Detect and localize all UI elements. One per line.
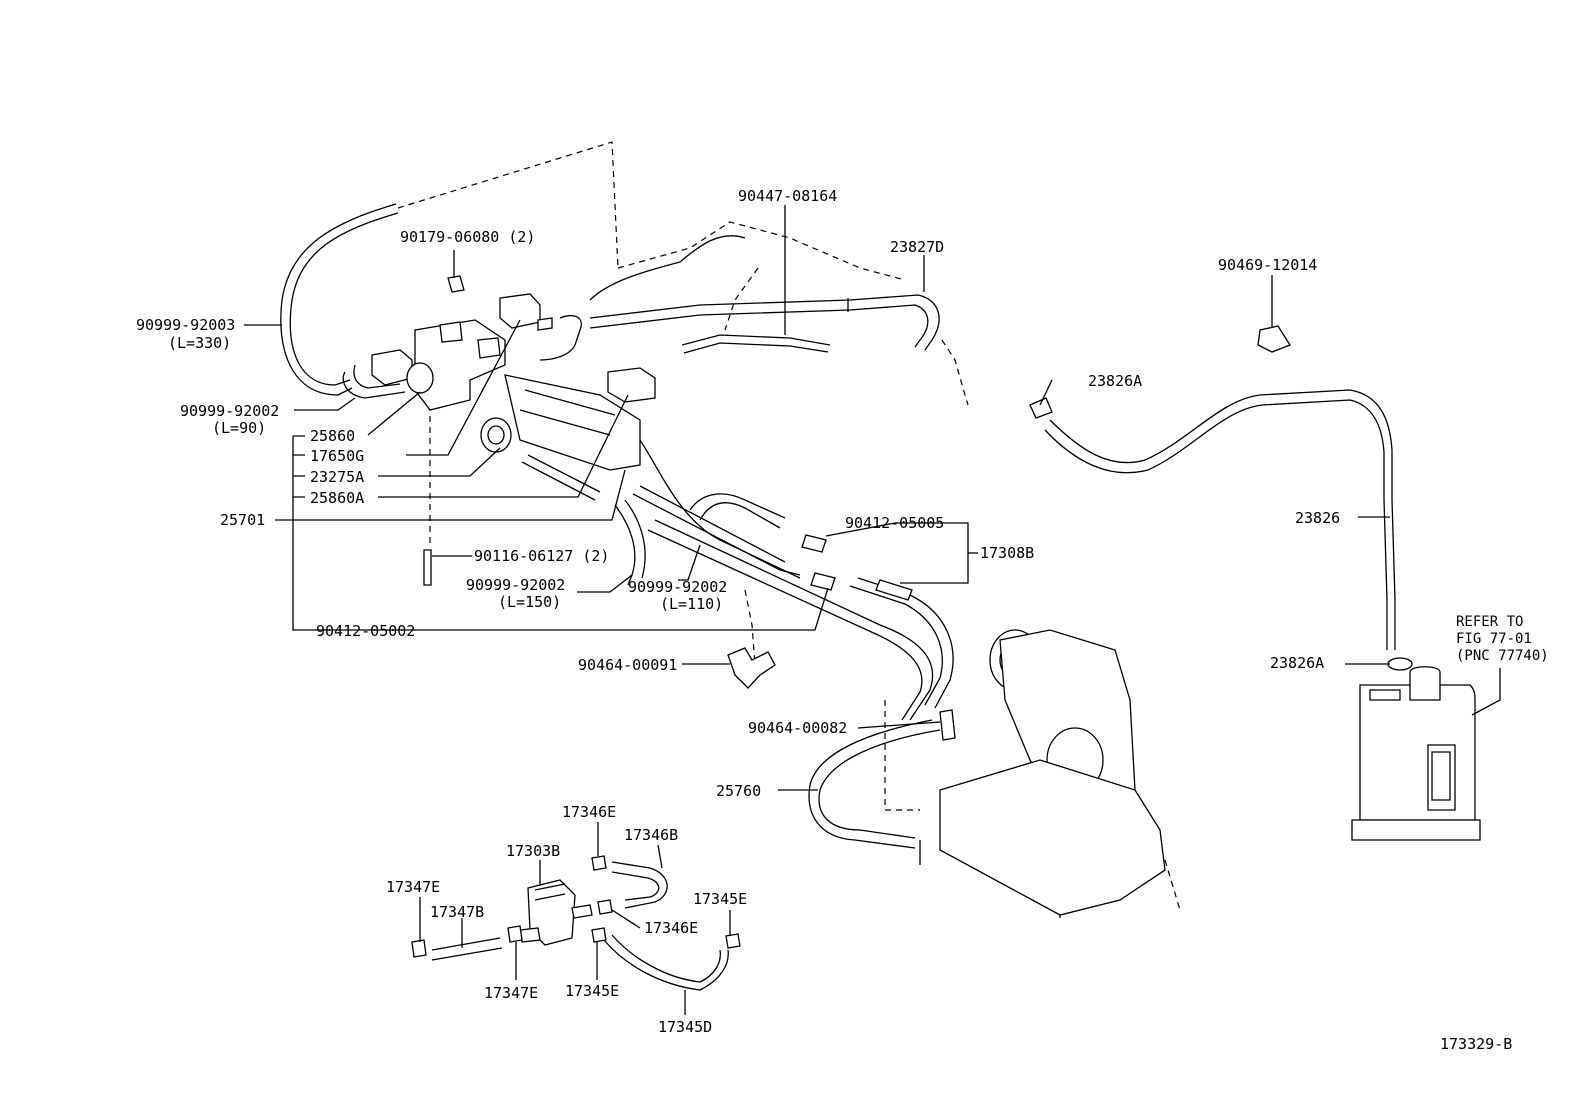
label-90999-92002-b: 90999-92002 [466,576,565,594]
middle-hoses [614,439,956,849]
intake-pipe [919,629,1166,918]
charcoal-canister [1359,684,1476,821]
label-23826A-top: 23826A [1088,372,1142,390]
label-90999-92003: 90999-92003 [136,316,235,334]
label-l150: (L=150) [498,593,561,611]
label-17345D: 17345D [658,1018,712,1036]
vsv-bracket-assembly [371,275,656,586]
label-23826A-bottom: 23826A [1270,654,1324,672]
hose-90999-92003 [289,212,399,386]
label-17347B: 17347B [430,903,484,921]
label-17347E-b: 17347E [484,984,538,1002]
label-25860: 25860 [310,427,355,445]
hose-23827D [589,294,940,351]
part-labels: 90447-08164 23827D 90469-12014 90179-060… [136,187,1549,1053]
label-refer-to: REFER TO [1456,614,1523,630]
label-23827D: 23827D [890,238,944,256]
label-25701: 25701 [220,511,265,529]
label-17650G: 17650G [310,447,364,465]
canister-hose-assembly [1029,325,1481,841]
label-l110: (L=110) [660,595,723,613]
hose-23826 [1049,389,1396,650]
label-17347E-a: 17347E [386,878,440,896]
label-90412-05002: 90412-05002 [316,622,415,640]
label-17346E-b: 17346E [644,919,698,937]
label-17346E-a: 17346E [562,803,616,821]
label-l90: (L=90) [212,419,266,437]
label-l330: (L=330) [168,334,231,352]
hose-25760 [818,729,941,839]
label-90116-06127: 90116-06127 (2) [474,547,609,565]
label-90447-08164: 90447-08164 [738,187,837,205]
label-refer-pnc: (PNC 77740) [1456,648,1549,664]
label-90469-12014: 90469-12014 [1218,256,1317,274]
label-refer-fig: FIG 77-01 [1456,631,1532,647]
label-17303B: 17303B [506,842,560,860]
label-23826: 23826 [1295,509,1340,527]
label-25760: 25760 [716,782,761,800]
leader-lines [244,205,1501,1015]
label-17308B: 17308B [980,544,1034,562]
label-17345E-a: 17345E [693,890,747,908]
label-17345E-b: 17345E [565,982,619,1000]
label-90179-06080: 90179-06080 (2) [400,228,535,246]
upper-hoses [280,203,940,399]
figure-number: 173329-B [1440,1035,1512,1053]
label-90999-92002-c: 90999-92002 [628,578,727,596]
label-90464-00082: 90464-00082 [748,719,847,737]
label-90999-92002-a: 90999-92002 [180,402,279,420]
label-25860A: 25860A [310,489,364,507]
label-23275A: 23275A [310,468,364,486]
hose-90447-08164 [681,334,831,346]
label-17346B: 17346B [624,826,678,844]
label-90412-05005: 90412-05005 [845,514,944,532]
reference-outline [397,141,1181,911]
label-90464-00091: 90464-00091 [578,656,677,674]
vsv-17303B-set [411,855,741,991]
hose-90999-92002-l90 [342,371,406,399]
